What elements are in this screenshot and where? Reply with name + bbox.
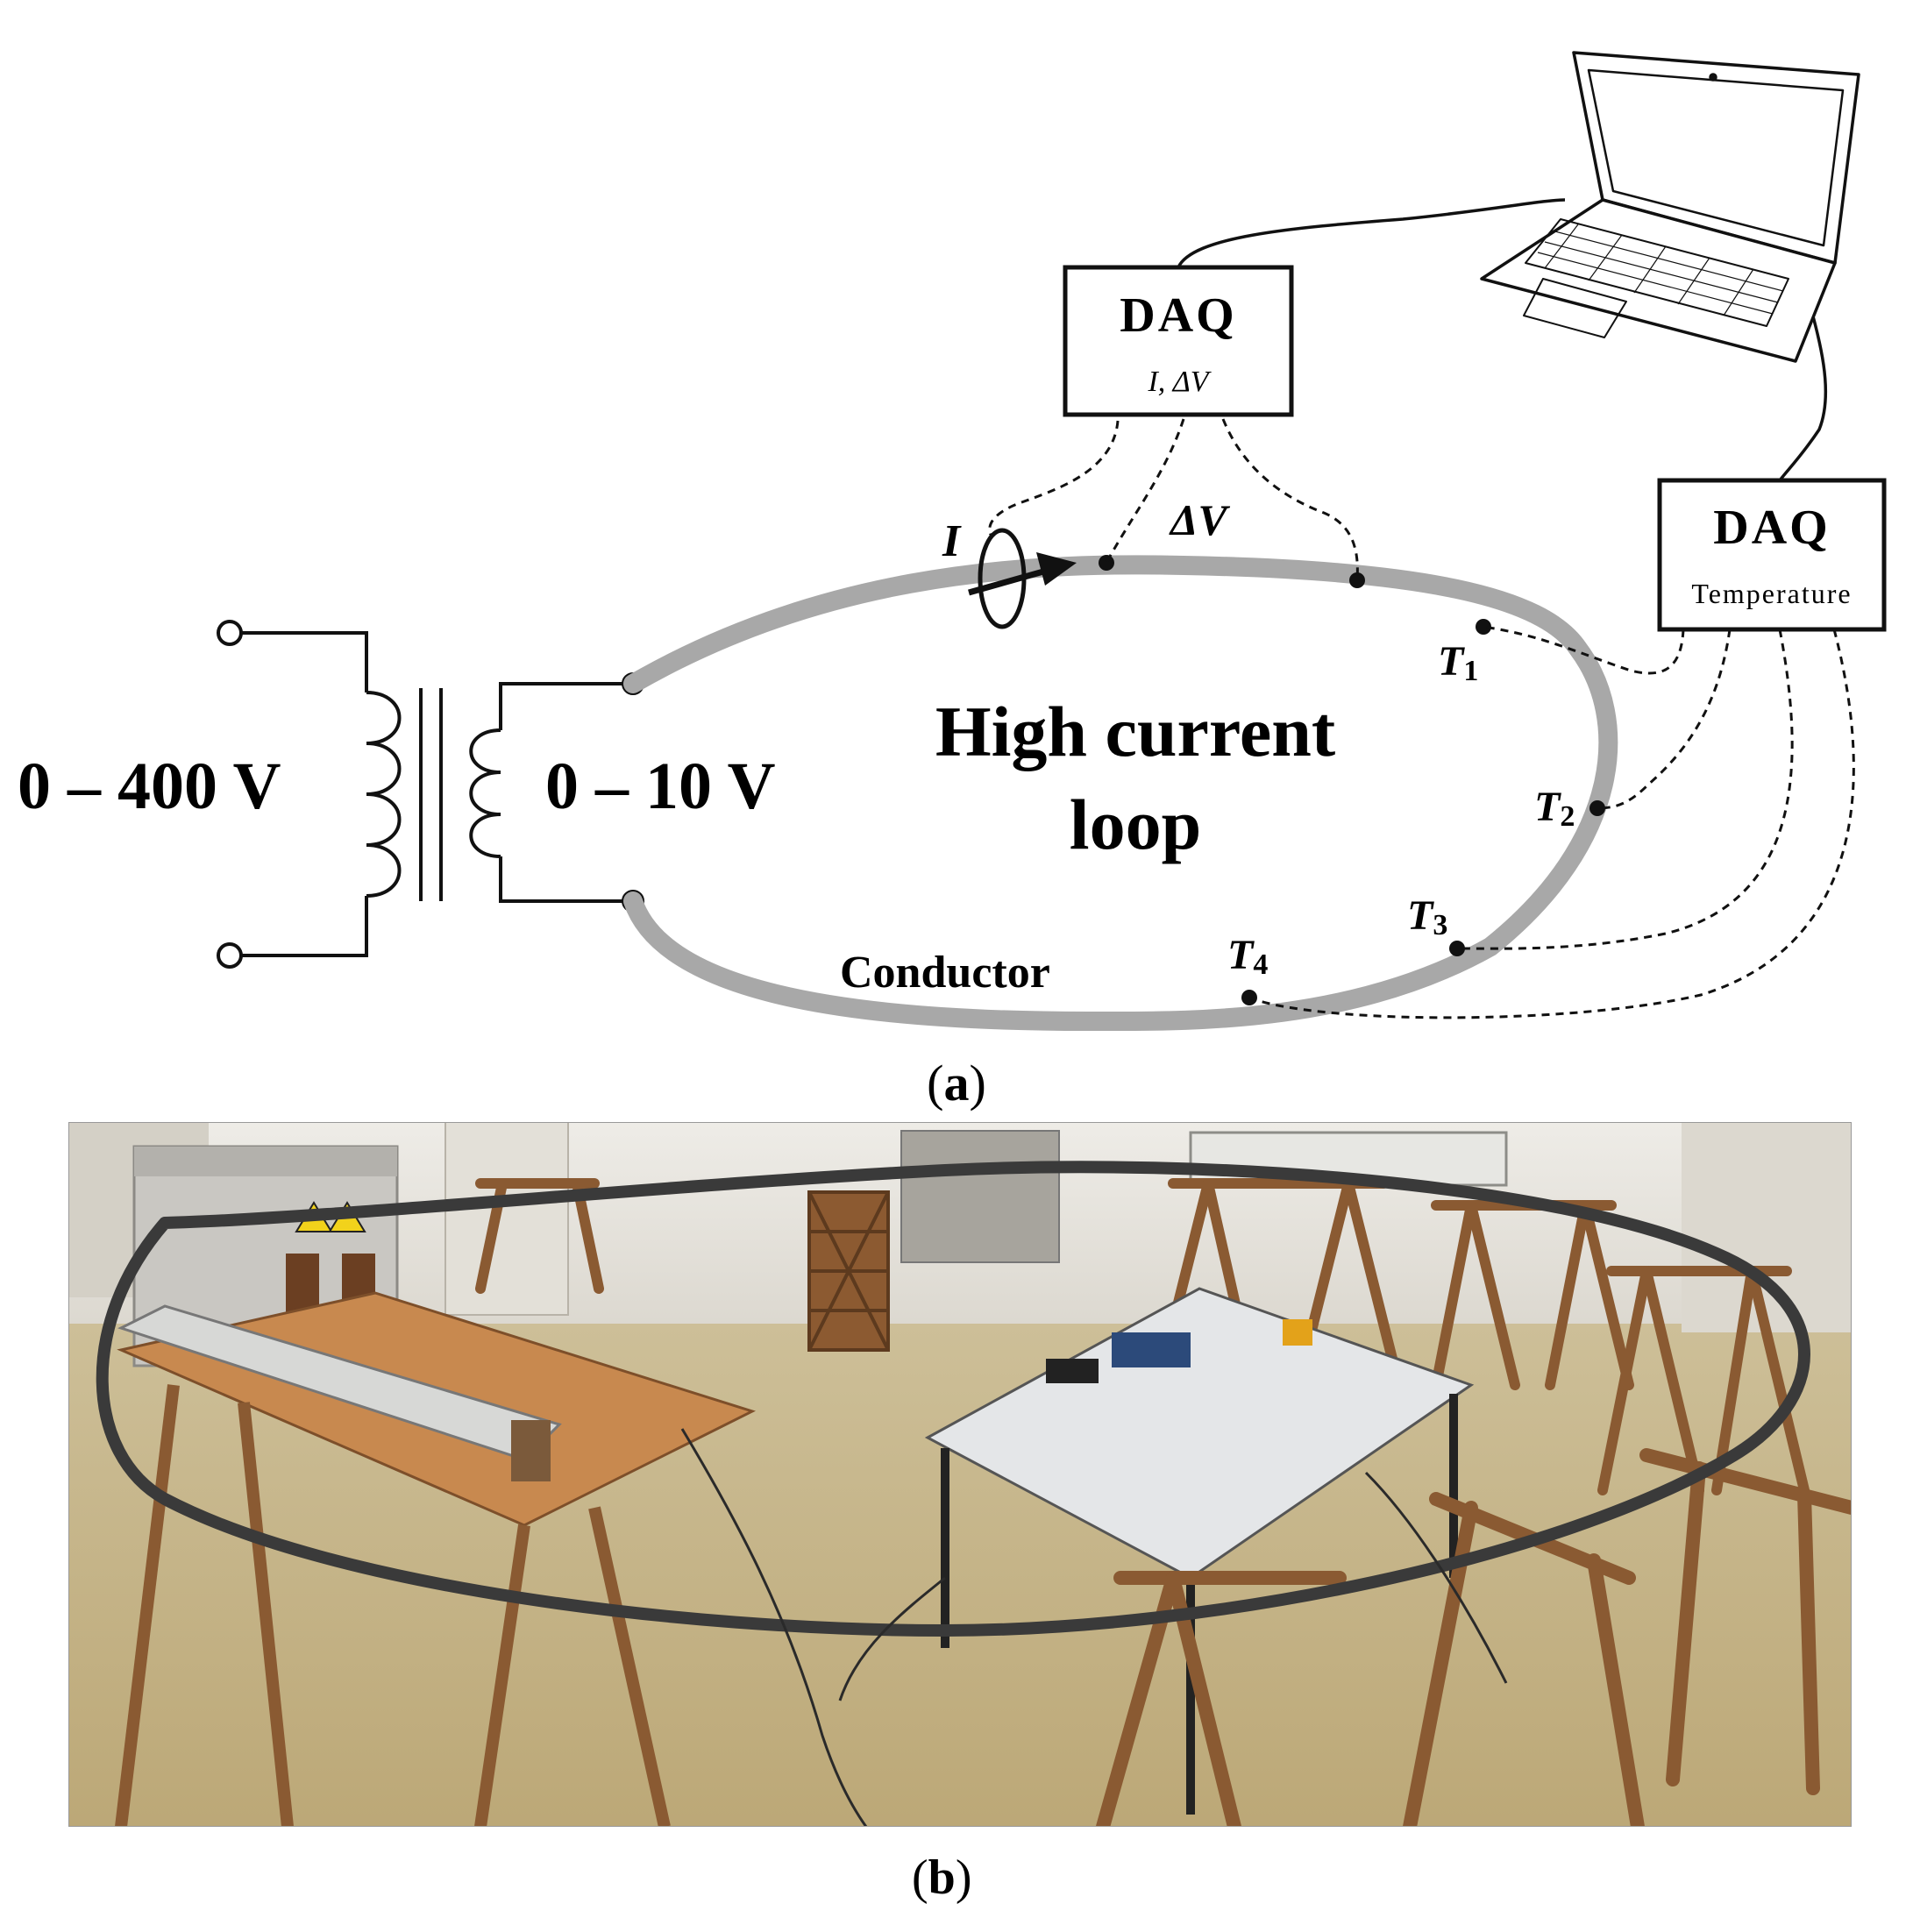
laptop-icon <box>1480 51 1860 363</box>
wall-panel-right <box>1682 1122 1852 1332</box>
primary-lead-bottom <box>241 896 368 957</box>
primary-terminal-top <box>217 620 243 646</box>
measurement-table <box>924 1287 1475 1815</box>
laptop-keyboard <box>1525 218 1789 327</box>
laptop-touchpad <box>1523 278 1627 338</box>
measurement-points <box>1099 555 1605 1005</box>
sensor-label-t4: T4 <box>1227 932 1268 981</box>
laboratory-test-setup-photo <box>68 1122 1852 1827</box>
current-arrow-shaft <box>968 568 1044 596</box>
voltage-tap-1 <box>1099 555 1114 571</box>
loop-label-line2: loop <box>1070 785 1201 864</box>
laptop-camera <box>1709 73 1717 82</box>
daq-current-voltage-title: DAQ <box>1120 288 1236 343</box>
daq-current-voltage: DAQ I, ΔV <box>1063 265 1294 417</box>
daq-temperature-title: DAQ <box>1713 501 1830 555</box>
primary-voltage-label: 0 – 400 V <box>18 749 281 823</box>
light-fixture-front <box>117 1304 562 1461</box>
instrument-on-table <box>1046 1359 1099 1383</box>
wooden-workbench <box>115 1291 756 1827</box>
daq-temperature-subtitle: Temperature <box>1691 578 1852 609</box>
background-equipment <box>900 1130 1060 1263</box>
voltage-tap-2 <box>1349 572 1365 588</box>
fixture-clamp <box>511 1420 551 1481</box>
caption-a: (a) <box>927 1055 986 1112</box>
caption-b: (b) <box>912 1850 972 1905</box>
current-symbol: I <box>942 516 962 566</box>
wooden-crate <box>807 1190 890 1352</box>
conductor-label: Conductor <box>840 948 1050 998</box>
daq-device-on-table <box>1112 1332 1191 1367</box>
laptop-screen <box>1587 68 1845 247</box>
thermocouple-t1 <box>1476 619 1491 635</box>
daq-temperature-box <box>1657 478 1887 632</box>
conductor-cable-photo <box>96 1161 1810 1637</box>
sensor-label-t3: T3 <box>1407 892 1447 941</box>
emergency-stop-box <box>1283 1319 1312 1346</box>
wall-door <box>444 1122 569 1316</box>
sensor-label-t1: T1 <box>1438 638 1478 687</box>
primary-coil <box>366 691 402 898</box>
thermocouple-t3 <box>1449 941 1465 956</box>
current-arrow-head <box>1036 552 1077 586</box>
thermocouple-t2 <box>1589 800 1605 816</box>
signal-wires <box>988 418 1855 1019</box>
secondary-voltage-label: 0 – 10 V <box>545 749 776 823</box>
secondary-lead-top <box>499 682 625 730</box>
daq-current-voltage-subtitle: I, ΔV <box>1147 366 1212 398</box>
floor-cables <box>680 1428 1508 1827</box>
primary-lead-top <box>241 631 368 693</box>
test-setup-schematic: 0 – 400 V 0 – 10 V High current loop Con… <box>18 51 1887 1112</box>
secondary-coil <box>469 728 501 858</box>
daq-current-voltage-box <box>1063 265 1294 417</box>
sensor-label-t2: T2 <box>1534 784 1575 833</box>
laptop-key-grid <box>1537 224 1784 316</box>
voltage-drop-symbol: ΔV <box>1169 495 1230 544</box>
daq-temperature: DAQ Temperature <box>1657 478 1887 632</box>
primary-terminal-bottom <box>217 942 243 969</box>
loop-label-line1: High current <box>935 692 1335 771</box>
secondary-lead-bottom <box>499 856 625 903</box>
